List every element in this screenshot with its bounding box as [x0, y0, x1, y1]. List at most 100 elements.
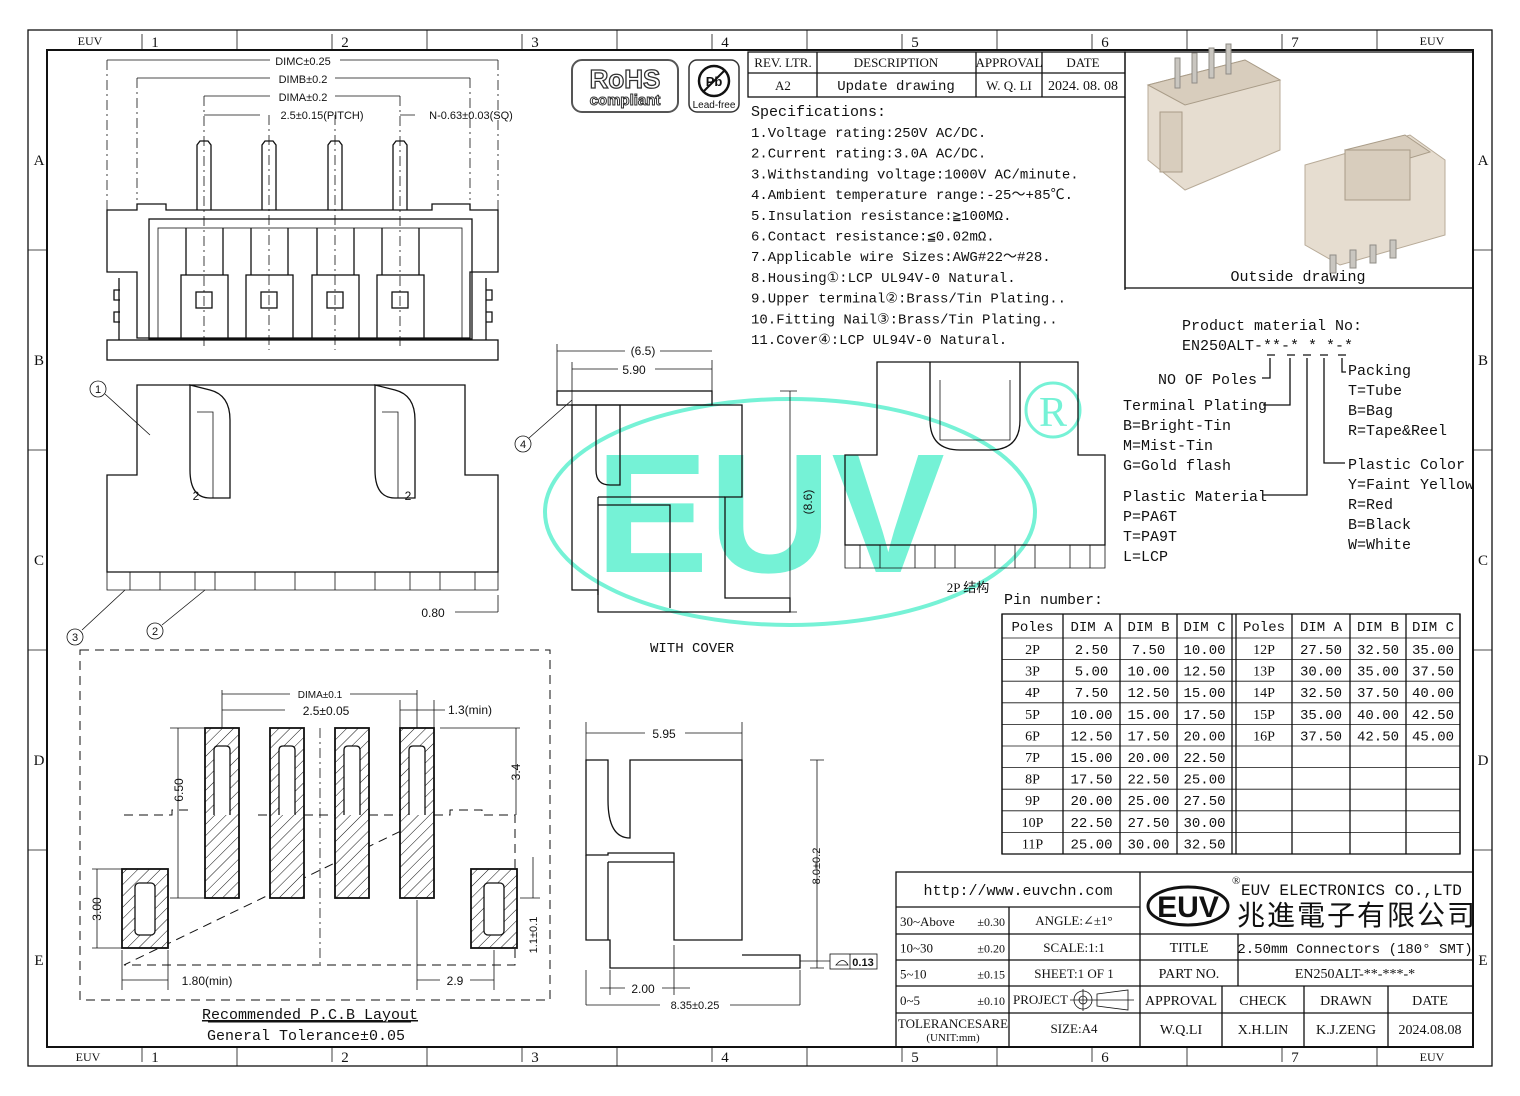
tolerance-value: ±0.10 [977, 994, 1005, 1008]
rohs-logo-subtext: compliant [590, 92, 661, 109]
pin-table-title: Pin number: [1004, 592, 1103, 609]
pin-table-cell: 12.50 [1183, 665, 1225, 681]
spec-item: 4.Ambient temperature range:-25～+85℃. [751, 188, 1073, 204]
material-option: P=PA6T [1123, 509, 1177, 526]
pin-size-label: N-0.63±0.03(SQ) [429, 110, 513, 122]
pin-table-cell: 27.50 [1300, 643, 1342, 659]
zone-column-label: 7 [1291, 35, 1299, 51]
pin-table-cell: 25.00 [1070, 837, 1112, 853]
revision-approval: W. Q. LI [986, 78, 1032, 93]
revision-header: DATE [1066, 55, 1099, 70]
title-label: TITLE [1170, 941, 1209, 956]
color-option: W=White [1348, 537, 1411, 554]
pin-table-cell: 35.00 [1357, 665, 1399, 681]
check-name: X.H.LIN [1238, 1023, 1289, 1038]
general-tolerance: General Tolerance±0.05 [207, 1028, 405, 1045]
pcb-pad-length: 6.50 [172, 778, 186, 802]
pin-table-cell: 20.00 [1127, 751, 1169, 767]
cover-width-dim: (6.5) [631, 344, 656, 358]
pin-table-poles: 3P [1025, 665, 1040, 680]
pin-table-cell: 40.00 [1357, 708, 1399, 724]
side-total-dim: 8.35±0.25 [671, 1000, 720, 1012]
pin-table-cell: 32.50 [1357, 643, 1399, 659]
plating-option: G=Gold flash [1123, 458, 1231, 475]
pin-table-cell: 35.00 [1412, 643, 1454, 659]
pin-table-cell: 45.00 [1412, 729, 1454, 745]
pin-table-header: DIM A [1070, 620, 1113, 636]
pin-table-cell: 5.00 [1075, 665, 1109, 681]
pin-table-cell: 42.50 [1357, 729, 1399, 745]
foot-dimension: 0.80 [421, 606, 445, 620]
pcb-nail-length: 3.00 [90, 897, 104, 921]
pin-table-cell: 37.50 [1357, 686, 1399, 702]
revision-header: REV. LTR. [754, 55, 811, 70]
frame-corner-label: EUV [1420, 1050, 1445, 1064]
bottom-view: 2 2 0.80 [81, 384, 499, 631]
title-block: http://www.euvchn.com EUV ® EUV ELECTRON… [895, 871, 1477, 1048]
part-code-legend: Product material No: EN250ALT-**-* * *-*… [1123, 318, 1474, 566]
color-option: Y=Faint Yellow [1348, 477, 1474, 494]
cover-height-dim: (8.6) [801, 490, 815, 515]
dim-b-label: DIMB±0.2 [279, 74, 328, 86]
tolerance-value: ±0.30 [977, 915, 1005, 929]
pin-table-cell: 10.00 [1183, 643, 1225, 659]
packing-option: T=Tube [1348, 383, 1402, 400]
color-option: B=Black [1348, 517, 1411, 534]
pin-table-cell: 15.00 [1183, 686, 1225, 702]
material-option: L=LCP [1123, 549, 1168, 566]
spec-item: 6.Contact resistance:≦0.02mΩ. [751, 230, 995, 246]
pin-table-poles: 6P [1025, 729, 1040, 744]
revision-letter: A2 [775, 78, 791, 93]
drawn-name: K.J.ZENG [1316, 1023, 1376, 1038]
tolerance-range: 0~5 [900, 993, 920, 1008]
lead-free-text: Lead-free [693, 100, 736, 111]
packing-option: B=Bag [1348, 403, 1393, 420]
packing-option: R=Tape&Reel [1348, 423, 1447, 440]
pin-table-cell: 12.50 [1070, 729, 1112, 745]
pin-table-cell: 20.00 [1070, 794, 1112, 810]
pin-table-header: DIM B [1127, 620, 1169, 636]
zone-row-label: D [34, 753, 45, 769]
plating-label: Terminal Plating [1123, 398, 1267, 415]
pin-table-cell: 15.00 [1070, 751, 1112, 767]
front-view: DIMC±0.25 DIMB±0.2 DIMA±0.2 2.5±0.15(PIT… [106, 56, 513, 361]
pin-table-cell: 17.50 [1070, 773, 1112, 789]
projection-label: PROJECT [1013, 992, 1068, 1007]
pcb-pad-width: 1.3(min) [448, 703, 492, 717]
pin-table-cell: 15.00 [1127, 708, 1169, 724]
pin-table-cell: 2.50 [1075, 643, 1109, 659]
pin-table-poles: 7P [1025, 751, 1040, 766]
sign-header: DRAWN [1320, 994, 1372, 1009]
frame-corner-label: EUV [78, 34, 103, 48]
sheet: SHEET:1 OF 1 [1034, 966, 1114, 981]
zone-column-label: 1 [151, 35, 159, 51]
plating-option: M=Mist-Tin [1123, 438, 1213, 455]
pin-table-cell: 22.50 [1070, 816, 1112, 832]
pin-table-poles: 11P [1022, 837, 1043, 852]
tolerances-label: TOLERANCESARE [898, 1016, 1008, 1031]
pin-table-cell: 30.00 [1127, 837, 1169, 853]
balloons: 1 2 3 4 [66, 380, 573, 646]
pin-table-cell: 32.50 [1300, 686, 1342, 702]
pcb-nail-span: 2.9 [447, 974, 464, 988]
balloon-housing: 1 [95, 384, 101, 396]
color-label: Plastic Color [1348, 457, 1465, 474]
sign-header: CHECK [1239, 994, 1286, 1009]
material-label: Plastic Material [1123, 489, 1267, 506]
pin-table-poles: 2P [1025, 643, 1040, 658]
spec-item: 10.Fitting Nail③:Brass/Tin Plating.. [751, 312, 1058, 328]
frame-corner-label: EUV [1420, 34, 1445, 48]
pin-table-poles: 8P [1025, 773, 1040, 788]
tolerance-range: 5~10 [900, 967, 927, 982]
specs-title: Specifications: [751, 104, 886, 121]
terminal-label: 2 [405, 489, 412, 503]
zone-column-label: 3 [531, 1050, 539, 1066]
zone-row-label: B [1478, 353, 1488, 369]
side-view: 5.95 8.0±0.2 2.00 8.35±0.25 0.13 [585, 722, 878, 1012]
zone-row-label: E [34, 953, 43, 969]
sheet-size: SIZE:A4 [1051, 1021, 1098, 1036]
company-name-cn: 兆進電子有限公司 [1237, 900, 1477, 932]
side-width-dim: 5.95 [652, 727, 676, 741]
